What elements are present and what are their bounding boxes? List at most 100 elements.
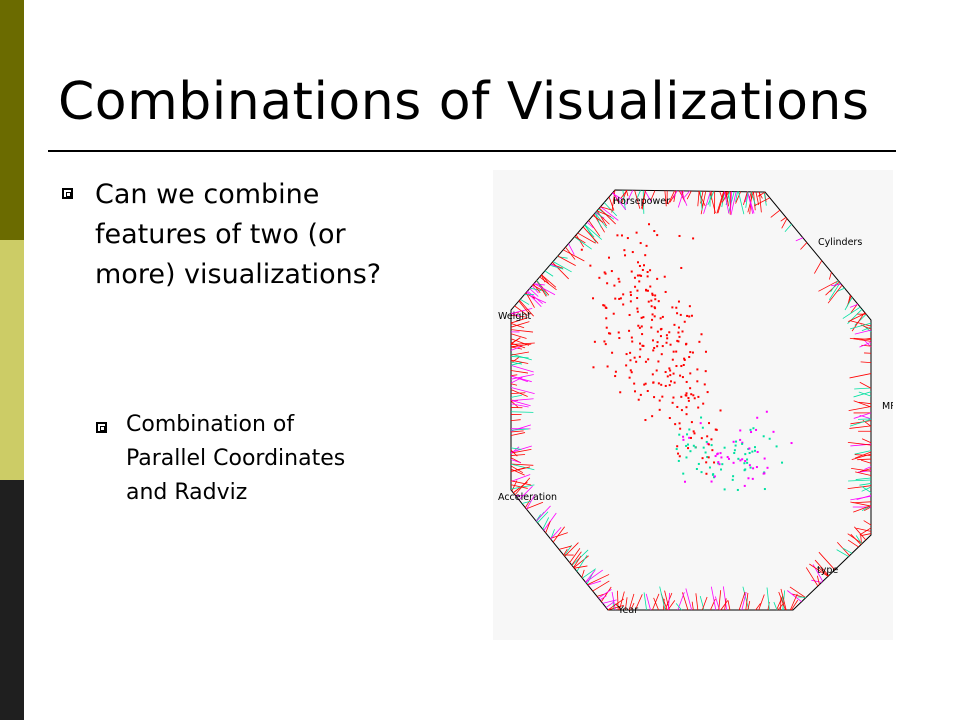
fan-line xyxy=(524,498,531,508)
data-point xyxy=(693,432,696,435)
data-point xyxy=(661,345,664,348)
fan-line xyxy=(571,551,582,566)
fan-line xyxy=(557,255,576,266)
fan-line xyxy=(859,341,872,348)
data-point xyxy=(656,277,659,280)
fan-line xyxy=(510,317,528,324)
data-point xyxy=(639,393,642,396)
label-cylinders: Cylinders xyxy=(818,237,862,248)
fan-line xyxy=(854,387,872,390)
data-point xyxy=(661,395,664,398)
data-point xyxy=(610,270,613,273)
data-point xyxy=(723,446,726,449)
data-point xyxy=(678,422,681,425)
data-point xyxy=(711,449,714,452)
fan-line xyxy=(855,535,863,545)
fan-line xyxy=(701,596,708,611)
fan-line xyxy=(707,191,715,206)
data-point xyxy=(638,264,641,267)
fan-line xyxy=(605,601,615,608)
data-point xyxy=(677,452,680,455)
label-year: Year xyxy=(617,605,638,616)
data-point xyxy=(755,428,758,431)
fan-line xyxy=(536,280,547,297)
anchor-polygon xyxy=(510,189,872,611)
data-point xyxy=(653,396,656,399)
fan-line xyxy=(608,196,615,211)
fan-line xyxy=(581,569,585,578)
fan-line xyxy=(781,218,788,229)
data-point xyxy=(660,353,663,356)
data-point xyxy=(624,254,627,257)
fan-line xyxy=(510,394,522,398)
data-point xyxy=(650,326,653,329)
data-point xyxy=(705,461,708,464)
sidebar-accent-top xyxy=(0,0,24,240)
data-point xyxy=(756,450,759,453)
label-acceleration: Acceleration xyxy=(498,492,557,503)
fan-line xyxy=(600,586,612,602)
fan-line xyxy=(710,586,717,611)
data-point xyxy=(665,334,668,337)
data-point xyxy=(737,457,740,460)
fan-line xyxy=(510,411,534,413)
fan-line xyxy=(789,593,798,611)
fan-line xyxy=(854,329,872,335)
fan-line xyxy=(730,191,737,216)
data-point xyxy=(704,451,707,454)
data-point xyxy=(681,330,684,333)
fan-line xyxy=(620,189,628,199)
data-point xyxy=(741,442,744,445)
data-point xyxy=(656,341,659,344)
fan-line xyxy=(510,374,518,377)
fan-line xyxy=(611,189,616,213)
fan-line xyxy=(861,533,872,536)
data-point xyxy=(656,345,659,348)
fan-line xyxy=(510,463,534,466)
fan-line xyxy=(718,590,722,611)
data-point xyxy=(652,381,655,384)
data-point xyxy=(739,429,742,432)
fan-line xyxy=(510,465,524,474)
fan-line xyxy=(510,403,529,408)
fan-line xyxy=(510,355,529,359)
fan-line xyxy=(861,486,872,492)
bullet-square-icon xyxy=(62,188,73,199)
data-point xyxy=(762,435,765,438)
fan-line xyxy=(842,547,853,554)
fan-line xyxy=(510,432,526,436)
data-point xyxy=(739,459,742,462)
data-point xyxy=(746,458,749,461)
fan-line xyxy=(853,337,872,341)
data-point xyxy=(614,297,617,300)
parallel-lines xyxy=(510,189,872,611)
fan-line xyxy=(529,288,539,297)
data-point xyxy=(660,327,663,330)
data-point xyxy=(639,342,642,345)
fan-line xyxy=(863,520,872,526)
data-point xyxy=(685,456,688,459)
fan-line xyxy=(510,392,526,395)
radviz-parallel-figure: Horsepower Cylinders Weight MPG Accelera… xyxy=(493,170,893,640)
data-point xyxy=(675,448,678,451)
data-point xyxy=(672,350,675,353)
fan-line xyxy=(773,601,778,611)
fan-line xyxy=(518,485,533,501)
data-point xyxy=(790,442,793,445)
data-point xyxy=(741,458,744,461)
data-point xyxy=(637,398,640,401)
data-point xyxy=(697,462,700,465)
data-point xyxy=(648,223,651,226)
fan-line xyxy=(510,370,529,374)
data-point xyxy=(719,409,722,412)
fan-line xyxy=(855,471,872,476)
data-point xyxy=(651,373,654,376)
fan-line xyxy=(607,598,624,611)
data-point xyxy=(678,234,681,237)
fan-line xyxy=(664,190,667,207)
data-point xyxy=(684,480,687,483)
data-point xyxy=(734,444,737,447)
fan-line xyxy=(510,480,532,486)
fan-line xyxy=(864,506,872,512)
fan-line xyxy=(600,206,614,211)
